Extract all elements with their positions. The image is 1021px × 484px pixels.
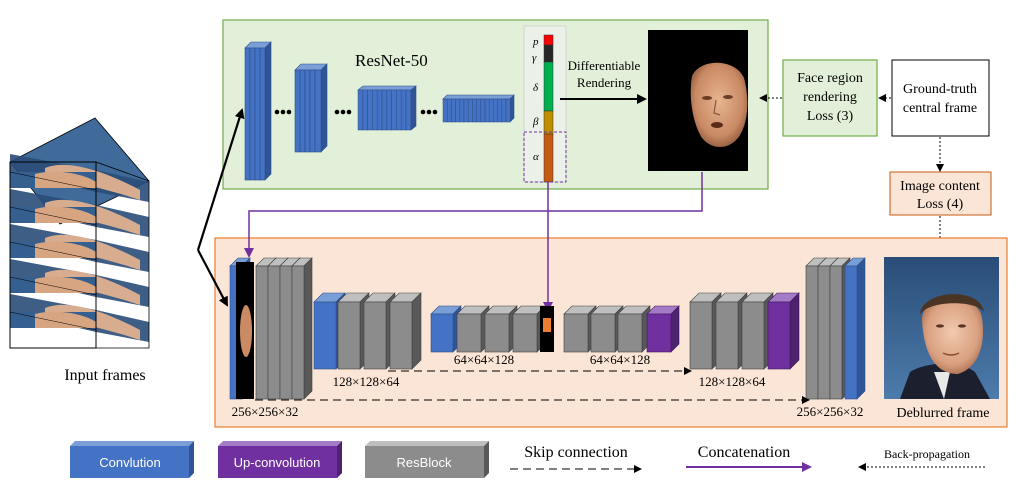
legend-skip-label: Skip connection (524, 444, 628, 461)
concat-face-slice (236, 262, 254, 399)
svg-text:Loss (3): Loss (3) (807, 109, 854, 124)
param-beta: β (532, 116, 539, 128)
param-alpha: α (533, 151, 539, 163)
deblur-network-blocks (229, 257, 866, 400)
resnet-title: ResNet-50 (355, 51, 428, 70)
svg-text:Face region: Face region (797, 71, 863, 86)
legend-conv: Convlution (70, 441, 194, 478)
input-to-resnet-arrow (196, 108, 245, 251)
deblurred-frame-label: Deblurred frame (897, 406, 990, 421)
dim-128-right: 128×128×64 (699, 374, 766, 389)
resblock-64-left-0 (456, 305, 490, 353)
upconv-128 (767, 292, 800, 370)
resblock-64-left-2 (512, 305, 546, 353)
param-delta: δ (533, 82, 539, 94)
legend-upconv: Up-convolution (218, 441, 342, 478)
svg-text:Loss (4): Loss (4) (917, 197, 964, 212)
svg-text:Ground-truth: Ground-truth (903, 82, 977, 97)
rendered-face-image (648, 30, 748, 171)
dim-256-left: 256×256×32 (232, 404, 299, 419)
resnet-block-2 (294, 63, 328, 153)
svg-text:central frame: central frame (903, 101, 977, 116)
resnet-block-4-slices (442, 98, 511, 123)
parameter-vector: p γ δ β α (523, 25, 567, 183)
input-frames-stack (9, 117, 150, 349)
rendering-label-line2: Rendering (577, 75, 632, 90)
svg-text:Image content: Image content (900, 179, 980, 194)
resnet-block-3-slices (357, 89, 412, 131)
resblock-64-right-2 (617, 305, 651, 353)
input-frames-label: Input frames (64, 367, 145, 384)
dim-256-right: 256×256×32 (797, 404, 864, 419)
legend-backprop-label: Back-propagation (884, 447, 970, 461)
resblock-128-left-2 (389, 292, 422, 370)
svg-text:ResBlock: ResBlock (397, 455, 452, 470)
rendering-label-line1: Differentiable (568, 58, 641, 73)
param-gamma: γ (532, 52, 537, 64)
conv-64-left (430, 305, 462, 353)
dim-64-right: 64×64×128 (590, 352, 650, 367)
svg-text:rendering: rendering (803, 90, 857, 105)
upconv-64 (646, 305, 680, 353)
dim-128-left: 128×128×64 (333, 374, 400, 389)
render-to-deblur-concat (244, 172, 703, 258)
svg-text:Convlution: Convlution (99, 455, 160, 470)
legend: Convlution Up-convolution ResBlock Skip … (70, 441, 985, 478)
alpha-selection-box (523, 131, 567, 183)
dim-64-left: 64×64×128 (454, 352, 514, 367)
legend-resblock: ResBlock (365, 441, 489, 478)
svg-text:Up-convolution: Up-convolution (234, 455, 321, 470)
concat-alpha-slice (540, 306, 554, 352)
resnet-layers (244, 41, 515, 181)
deblurred-frame-image (884, 257, 999, 399)
resnet-block-1 (244, 41, 272, 181)
resblock-64-left-1 (484, 305, 518, 353)
input-to-deblur-arrow (197, 249, 228, 307)
image-content-loss-box: Image content Loss (4) (889, 171, 992, 216)
conv-256-out (844, 257, 866, 400)
param-p: p (532, 36, 539, 48)
legend-concat-label: Concatenation (698, 444, 790, 461)
resblock-256-left-3 (291, 257, 313, 400)
ground-truth-box: Ground-truth central frame (891, 59, 990, 137)
face-region-loss-box: Face region rendering Loss (3) (782, 59, 878, 137)
